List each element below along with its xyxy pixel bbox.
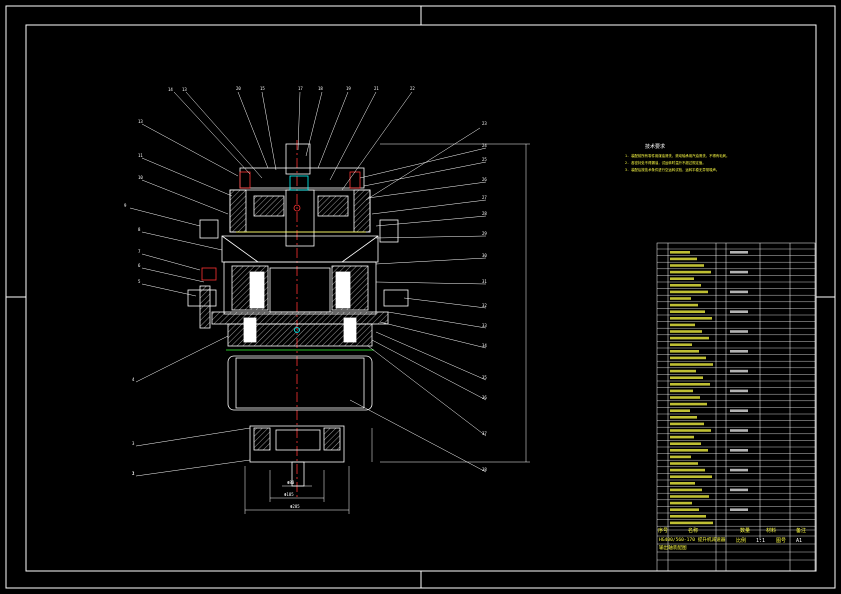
balloon-label: 23 [482,121,487,126]
title-block-header-5: 备注 [796,528,807,534]
balloon-label: 21 [374,86,379,91]
balloon-label: 1 [132,471,135,476]
balloon-label: 28 [482,211,487,216]
balloon-label: 30 [482,253,487,258]
balloon-label: 37 [482,431,487,436]
balloon-label: 20 [236,86,241,91]
sheet-label: 图号 [776,538,787,544]
balloon-label: 3 [132,441,135,446]
balloon-label: 35 [482,375,487,380]
parts-list [656,242,816,572]
balloon-label: 2 [132,471,135,476]
dim-shaft: Φ80 [287,480,295,485]
balloon-label: 32 [482,303,487,308]
balloon-label: 7 [138,249,141,254]
tech-notes-title: 技术要求 [645,144,666,150]
scale-value: 1:1 [756,538,766,544]
balloon-label: 18 [318,86,323,91]
balloon-label: 13 [138,119,143,124]
drawing-subtitle: 输出轴装配图 [659,546,687,551]
sheet-frame [5,5,836,589]
balloon-label: 31 [482,279,487,284]
balloon-label: 33 [482,323,487,328]
dim-base: Φ285 [290,504,300,509]
balloon-label: 13 [182,87,187,92]
balloon-label: 34 [482,343,487,348]
title-block-header-1: 序号 [658,528,669,534]
assembly-section [187,143,409,487]
balloon-label: 22 [410,86,415,91]
balloon-label: 15 [260,86,265,91]
title-block-header-3: 数量 [740,528,751,534]
tech-note-2: 2. 各密封处不得漏油，试运转时温升不超过规定值。 [625,161,706,165]
sheet-value: A1 [796,538,803,544]
balloon-label: 9 [124,203,127,208]
balloon-label: 24 [482,143,487,148]
balloon-label: 14 [168,87,173,92]
balloon-label: 29 [482,231,487,236]
balloon-label: 11 [138,153,143,158]
drawing-name: HG400/560-170 提升机减速器 [659,538,726,543]
tech-note-3: 3. 装配后按技术条件进行空运转试验，运转平稳无异常噪声。 [625,168,720,172]
parts-list-fill [670,251,748,525]
balloon-label: 10 [138,175,143,180]
title-block-header-4: 材料 [766,528,777,534]
tech-note-1: 1. 装配前所有零件用煤油清洗，滚动轴承用汽油清洗，不得有毛刺。 [625,154,730,158]
balloon-label: 25 [482,157,487,162]
dimension-lines [244,143,530,514]
balloon-label: 8 [138,227,141,232]
dim-hub: Φ185 [284,492,294,497]
balloon-label: 4 [132,377,135,382]
balloon-label: 36 [482,395,487,400]
parts-list-rows [657,248,815,561]
balloon-label: 19 [346,86,351,91]
balloon-label: 17 [298,86,303,91]
balloon-label: 38 [482,467,487,472]
balloon-label: 6 [138,263,141,268]
balloon-label: 27 [482,195,487,200]
leader-lines [129,91,487,477]
title-block-header-2: 名称 [688,528,699,534]
balloon-label: 26 [482,177,487,182]
balloon-label: 5 [138,279,141,284]
scale-label: 比例 [736,538,747,544]
